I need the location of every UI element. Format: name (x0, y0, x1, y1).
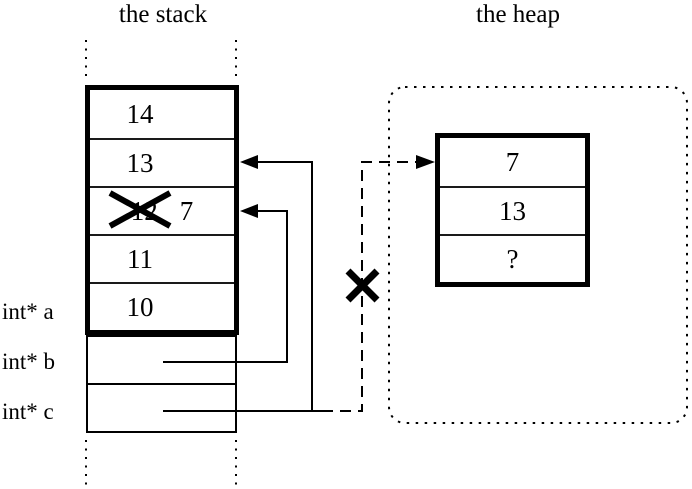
heap-cell-value: ? (506, 243, 519, 274)
stack-cell-value: 10 (126, 291, 154, 322)
stack-cell-old-value: 12 (130, 195, 158, 226)
pointer-slots-box (86, 335, 237, 433)
dangling-pointer-dashed-arrow (322, 155, 435, 412)
stack-cell-10: 10 (90, 282, 234, 330)
stack-title: the stack (118, 1, 208, 28)
stack-frame-box: 14 13 12 7 11 10 (85, 85, 239, 335)
stack-cell-value: 13 (126, 147, 154, 178)
heap-cell-1: 13 (440, 186, 585, 234)
heap-cell-0: 7 (440, 138, 585, 186)
stack-cell-value: 14 (126, 98, 154, 129)
arrow-right-icon (416, 155, 435, 169)
stack-cell-14: 14 (90, 90, 234, 138)
arrow-left-icon (240, 204, 258, 218)
pointer-slot-b (88, 337, 235, 385)
heap-title: the heap (476, 1, 560, 28)
heap-cell-value: 13 (499, 195, 526, 226)
heap-object-box: 7 13 ? (435, 133, 590, 287)
label-int-a: int* a (2, 299, 54, 324)
pointer-slot-c (88, 385, 235, 433)
arrow-left-icon (240, 155, 258, 169)
heap-cell-value: 7 (505, 146, 520, 177)
x-cross-icon-broken-pointer (345, 268, 380, 303)
heap-cell-2: ? (440, 234, 585, 282)
stack-cell-12-changed: 12 7 (90, 186, 234, 234)
stack-cell-13: 13 (90, 138, 234, 186)
stack-cell-new-value: 7 (179, 195, 194, 226)
stack-cell-11: 11 (90, 234, 234, 282)
stack-cell-value: 11 (127, 243, 153, 274)
label-int-c: int* c (2, 399, 54, 424)
label-int-b: int* b (2, 349, 56, 374)
